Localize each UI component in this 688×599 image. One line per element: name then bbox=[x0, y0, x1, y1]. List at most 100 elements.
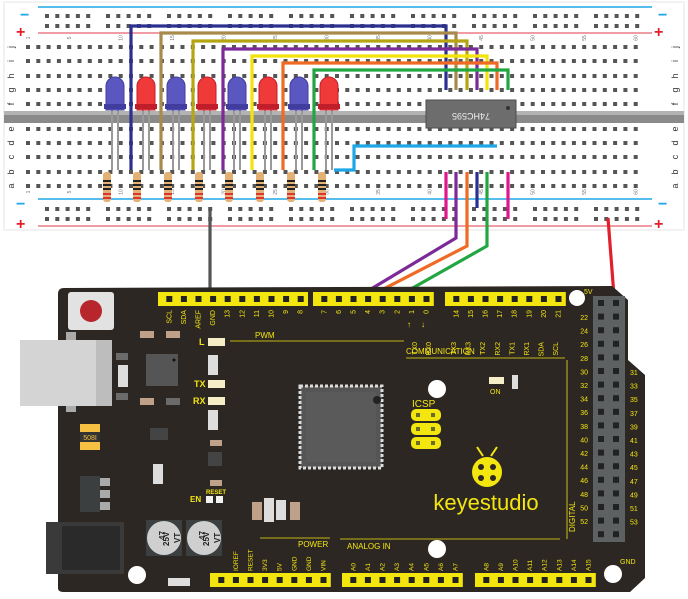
header-pin[interactable] bbox=[350, 296, 357, 302]
header-pin[interactable] bbox=[598, 368, 604, 374]
header-pin[interactable] bbox=[452, 577, 459, 583]
header-pin[interactable] bbox=[364, 577, 371, 583]
header-pin[interactable] bbox=[613, 368, 619, 374]
header-pin[interactable] bbox=[613, 327, 619, 334]
header-pin[interactable] bbox=[483, 577, 490, 583]
header-pin[interactable] bbox=[224, 296, 231, 302]
wire-green[interactable] bbox=[312, 68, 510, 170]
header-pin[interactable] bbox=[556, 577, 563, 583]
header-pin[interactable] bbox=[379, 577, 386, 583]
header-pin[interactable] bbox=[268, 296, 275, 302]
wire-purple-pin5[interactable] bbox=[355, 172, 458, 300]
header-pin[interactable] bbox=[247, 577, 254, 583]
header-pin[interactable] bbox=[613, 408, 619, 415]
wire-yellow[interactable] bbox=[250, 54, 489, 170]
header-pin[interactable] bbox=[262, 577, 269, 583]
resistor[interactable] bbox=[164, 172, 172, 202]
analog-header-a[interactable] bbox=[342, 573, 463, 587]
header-pin[interactable] bbox=[497, 577, 504, 583]
header-pin[interactable] bbox=[283, 296, 290, 302]
digital-header-top-left[interactable] bbox=[158, 292, 308, 306]
header-pin[interactable] bbox=[335, 296, 342, 302]
resistor[interactable] bbox=[256, 172, 264, 202]
header-pin[interactable] bbox=[239, 296, 246, 302]
wire-cyan[interactable] bbox=[334, 144, 497, 172]
header-pin[interactable] bbox=[613, 463, 619, 470]
wire-olive[interactable] bbox=[191, 39, 469, 170]
led-red[interactable] bbox=[257, 76, 279, 170]
header-pin[interactable] bbox=[598, 436, 604, 442]
resistor[interactable] bbox=[195, 172, 203, 202]
header-pin[interactable] bbox=[379, 296, 386, 302]
led-blue[interactable] bbox=[165, 76, 187, 170]
header-pin[interactable] bbox=[598, 313, 604, 320]
header-pin[interactable] bbox=[598, 531, 604, 538]
header-pin[interactable] bbox=[526, 296, 533, 302]
wire-navy[interactable] bbox=[129, 24, 448, 170]
resistor[interactable] bbox=[287, 172, 295, 202]
led-blue[interactable] bbox=[288, 76, 310, 170]
digital-header-top-right[interactable] bbox=[445, 292, 566, 306]
led-blue[interactable] bbox=[226, 76, 248, 170]
resistor[interactable] bbox=[225, 172, 233, 202]
header-pin[interactable] bbox=[394, 296, 401, 302]
header-pin[interactable] bbox=[613, 436, 619, 442]
header-pin[interactable] bbox=[598, 504, 604, 510]
header-pin[interactable] bbox=[210, 296, 217, 302]
header-pin[interactable] bbox=[613, 422, 619, 429]
header-pin[interactable] bbox=[297, 296, 304, 302]
icsp-header[interactable]: ICSP bbox=[411, 399, 441, 449]
led-red[interactable] bbox=[135, 76, 157, 170]
shift-register-ic[interactable]: 74HC595 bbox=[425, 99, 517, 129]
header-pin[interactable] bbox=[166, 296, 173, 302]
header-pin[interactable] bbox=[350, 577, 357, 583]
header-pin[interactable] bbox=[598, 327, 604, 334]
header-pin[interactable] bbox=[497, 296, 504, 302]
header-pin[interactable] bbox=[613, 300, 619, 306]
header-pin[interactable] bbox=[613, 395, 619, 402]
led-blue[interactable] bbox=[104, 76, 126, 170]
resistor[interactable] bbox=[103, 172, 111, 202]
digital-header-right[interactable] bbox=[593, 296, 625, 542]
header-pin[interactable] bbox=[613, 381, 619, 388]
header-pin[interactable] bbox=[305, 577, 312, 583]
header-pin[interactable] bbox=[598, 517, 604, 524]
resistor[interactable] bbox=[318, 172, 326, 202]
wire-orange-pin4[interactable] bbox=[365, 172, 469, 300]
header-pin[interactable] bbox=[613, 449, 619, 456]
header-pin[interactable] bbox=[598, 354, 604, 361]
header-pin[interactable] bbox=[598, 476, 604, 483]
header-pin[interactable] bbox=[613, 517, 619, 524]
header-pin[interactable] bbox=[540, 296, 547, 302]
header-pin[interactable] bbox=[598, 395, 604, 402]
wire-orange[interactable] bbox=[281, 61, 499, 170]
header-pin[interactable] bbox=[570, 577, 577, 583]
header-pin[interactable] bbox=[467, 296, 474, 302]
header-pin[interactable] bbox=[598, 381, 604, 388]
led-red[interactable] bbox=[196, 76, 218, 170]
header-pin[interactable] bbox=[613, 340, 619, 347]
header-pin[interactable] bbox=[408, 296, 415, 302]
header-pin[interactable] bbox=[598, 422, 604, 429]
header-pin[interactable] bbox=[394, 577, 401, 583]
header-pin[interactable] bbox=[613, 531, 619, 538]
header-pin[interactable] bbox=[253, 296, 260, 302]
header-pin[interactable] bbox=[598, 300, 604, 306]
header-pin[interactable] bbox=[453, 296, 460, 302]
header-pin[interactable] bbox=[541, 577, 548, 583]
usb-port[interactable] bbox=[20, 332, 112, 412]
header-pin[interactable] bbox=[276, 577, 283, 583]
header-pin[interactable] bbox=[613, 476, 619, 483]
header-pin[interactable] bbox=[291, 577, 298, 583]
reset-button[interactable] bbox=[68, 292, 114, 330]
header-pin[interactable] bbox=[512, 577, 519, 583]
header-pin[interactable] bbox=[613, 354, 619, 361]
header-pin[interactable] bbox=[613, 504, 619, 510]
analog-header-b[interactable] bbox=[475, 573, 596, 587]
header-pin[interactable] bbox=[423, 296, 430, 302]
header-pin[interactable] bbox=[195, 296, 202, 302]
header-pin[interactable] bbox=[218, 577, 225, 583]
header-pin[interactable] bbox=[598, 463, 604, 470]
header-pin[interactable] bbox=[585, 577, 592, 583]
header-pin[interactable] bbox=[511, 296, 518, 302]
